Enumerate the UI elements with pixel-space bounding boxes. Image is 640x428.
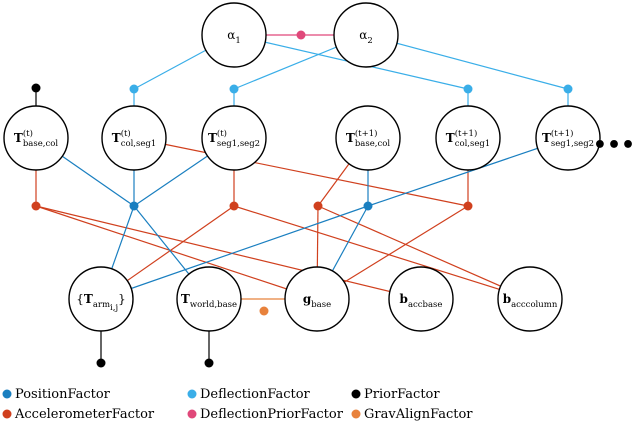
node-alpha1: α1 (201, 2, 267, 68)
legend-label: PositionFactor (15, 387, 111, 402)
legend-marker (187, 409, 197, 419)
node-label: {Tarmi,j} (76, 292, 125, 313)
factor-markers (31, 30, 573, 368)
node-label: T(t)seg1,seg2 (208, 128, 260, 149)
accelerometer-edge (35, 205, 318, 300)
node-label: T(t)base,col (14, 128, 58, 149)
position-edge (100, 205, 369, 300)
node-label: T(t+1)base,col (346, 128, 390, 149)
deflection-factor (229, 84, 239, 94)
node-label: T(t)col,seg1 (112, 128, 156, 149)
node-label: baccbase (400, 292, 443, 310)
accelerometer-edge (317, 205, 531, 300)
position-factor (129, 201, 139, 211)
legend-label: AccelerometerFactor (14, 407, 155, 422)
node-label: T(t+1)col,seg1 (446, 128, 490, 149)
node-label: gbase (303, 292, 331, 310)
accelerometer-edge (133, 137, 469, 207)
node-label: T(t+1)seg1,seg2 (542, 128, 594, 149)
accelerometer-factor (313, 201, 323, 211)
prior-factor (204, 358, 214, 368)
prior-factor (31, 83, 41, 93)
deflection-edge (365, 34, 569, 90)
legend-label: GravAlignFactor (364, 407, 473, 422)
deflection-factor (563, 84, 573, 94)
deflection-factor (129, 84, 139, 94)
node-t-seg1-seg2-t: T(t)seg1,seg2 (201, 105, 267, 171)
node-label: α2 (359, 28, 373, 46)
legend-label: DeflectionPriorFactor (200, 407, 344, 422)
accelerometer-factor (229, 201, 239, 211)
node-t-base-col-t1: T(t+1)base,col (335, 105, 401, 171)
node-b-acccolumn: bacccolumn (497, 266, 563, 332)
node-t-world-base: Tworld,base (176, 266, 242, 332)
node-label: α1 (227, 28, 241, 46)
prior-factor (96, 358, 106, 368)
legend-marker (351, 389, 361, 399)
legend: PositionFactor DeflectionFactor PriorFacto… (2, 387, 473, 422)
node-t-col-seg1-t: T(t)col,seg1 (101, 105, 167, 171)
legend-item-prior: PriorFactor (351, 387, 440, 402)
grav-align-factor (259, 306, 269, 316)
position-factor (363, 201, 373, 211)
accelerometer-factor (463, 201, 473, 211)
deflection-factor (463, 84, 473, 94)
legend-item-accelerometer: AccelerometerFactor (2, 407, 155, 422)
legend-item-deflection: DeflectionFactor (187, 387, 311, 402)
node-b-accbase: baccbase (388, 266, 454, 332)
position-edge (367, 137, 569, 207)
accelerometer-edge (35, 205, 422, 300)
node-t-seg1-seg2-t1: T(t+1)seg1,seg2 (535, 105, 601, 171)
node-t-arm: {Tarmi,j} (68, 266, 134, 332)
legend-item-position: PositionFactor (2, 387, 111, 402)
legend-label: DeflectionFactor (200, 387, 311, 402)
more-nodes-ellipsis: ••• (593, 133, 635, 158)
legend-marker (187, 389, 197, 399)
legend-label: PriorFactor (364, 387, 440, 402)
node-label: bacccolumn (503, 292, 558, 310)
legend-marker (351, 409, 361, 419)
accelerometer-edge (233, 205, 531, 300)
legend-item-grav-align: GravAlignFactor (351, 407, 473, 422)
accelerometer-factor (31, 201, 41, 211)
legend-item-deflection-prior: DeflectionPriorFactor (187, 407, 344, 422)
variable-nodes: α1 α2T(t)base,col T(t)col,seg1 T(t)seg1,seg… (3, 2, 601, 332)
node-g-base: gbase (284, 266, 350, 332)
node-t-base-col-t: T(t)base,col (3, 105, 69, 171)
node-t-col-seg1-t1: T(t+1)col,seg1 (435, 105, 501, 171)
legend-marker (2, 389, 12, 399)
node-alpha2: α2 (333, 2, 399, 68)
legend-marker (2, 409, 12, 419)
node-label: Tworld,base (181, 292, 237, 310)
deflection-prior-factor (296, 30, 306, 40)
